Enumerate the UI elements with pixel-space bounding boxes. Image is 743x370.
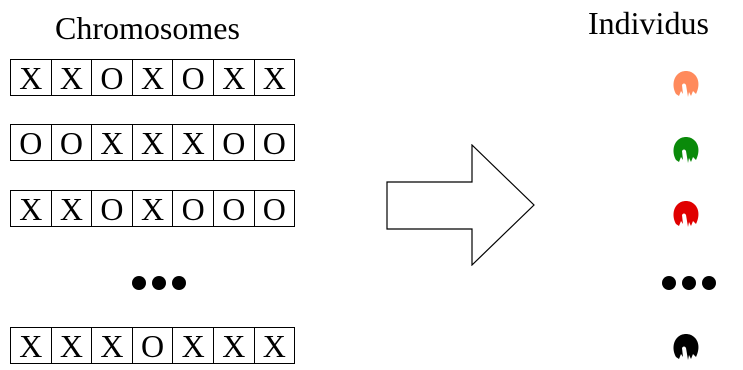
individuals-ellipsis <box>662 276 716 290</box>
chromosome-row: O O X X X O O <box>10 124 296 161</box>
chromosomes-title: Chromosomes <box>55 10 240 46</box>
gene-cell: X <box>253 59 296 96</box>
gene-cell: O <box>212 190 255 227</box>
gene-cell: O <box>172 59 214 96</box>
gene-cell: X <box>10 59 52 96</box>
gene-cell: O <box>253 124 296 161</box>
gene-cell: X <box>212 327 255 364</box>
gene-cell: O <box>212 124 255 161</box>
ellipsis-dot <box>152 276 166 290</box>
creature-icon <box>673 201 699 227</box>
chromosome-row: X X O X O X X <box>10 59 296 96</box>
gene-cell: X <box>172 327 214 364</box>
individus-title: Individus <box>588 5 709 41</box>
gene-cell: O <box>91 190 133 227</box>
gene-cell: X <box>212 59 255 96</box>
gene-cell: O <box>131 327 174 364</box>
gene-cell: O <box>91 59 133 96</box>
ellipsis-dot <box>702 276 716 290</box>
gene-cell: X <box>172 124 214 161</box>
chromosome-row: X X X O X X X <box>10 327 296 364</box>
gene-cell: X <box>131 124 174 161</box>
ellipsis-dot <box>682 276 696 290</box>
gene-cell: X <box>131 190 174 227</box>
chromosome-row: X X O X O O O <box>10 190 296 227</box>
gene-cell: O <box>253 190 296 227</box>
gene-cell: O <box>10 124 52 161</box>
gene-cell: X <box>10 327 52 364</box>
ellipsis-dot <box>662 276 676 290</box>
gene-cell: O <box>50 124 93 161</box>
creature-icon <box>673 137 699 163</box>
gene-cell: X <box>91 124 133 161</box>
gene-cell: X <box>50 59 93 96</box>
ellipsis-dot <box>132 276 146 290</box>
creature-icon <box>673 71 699 97</box>
right-arrow-icon <box>386 144 535 266</box>
chromosomes-ellipsis <box>132 276 186 290</box>
gene-cell: X <box>50 327 93 364</box>
gene-cell: X <box>50 190 93 227</box>
gene-cell: X <box>131 59 174 96</box>
ellipsis-dot <box>172 276 186 290</box>
gene-cell: X <box>91 327 133 364</box>
creature-icon <box>673 334 699 360</box>
gene-cell: O <box>172 190 214 227</box>
gene-cell: X <box>10 190 52 227</box>
gene-cell: X <box>253 327 296 364</box>
